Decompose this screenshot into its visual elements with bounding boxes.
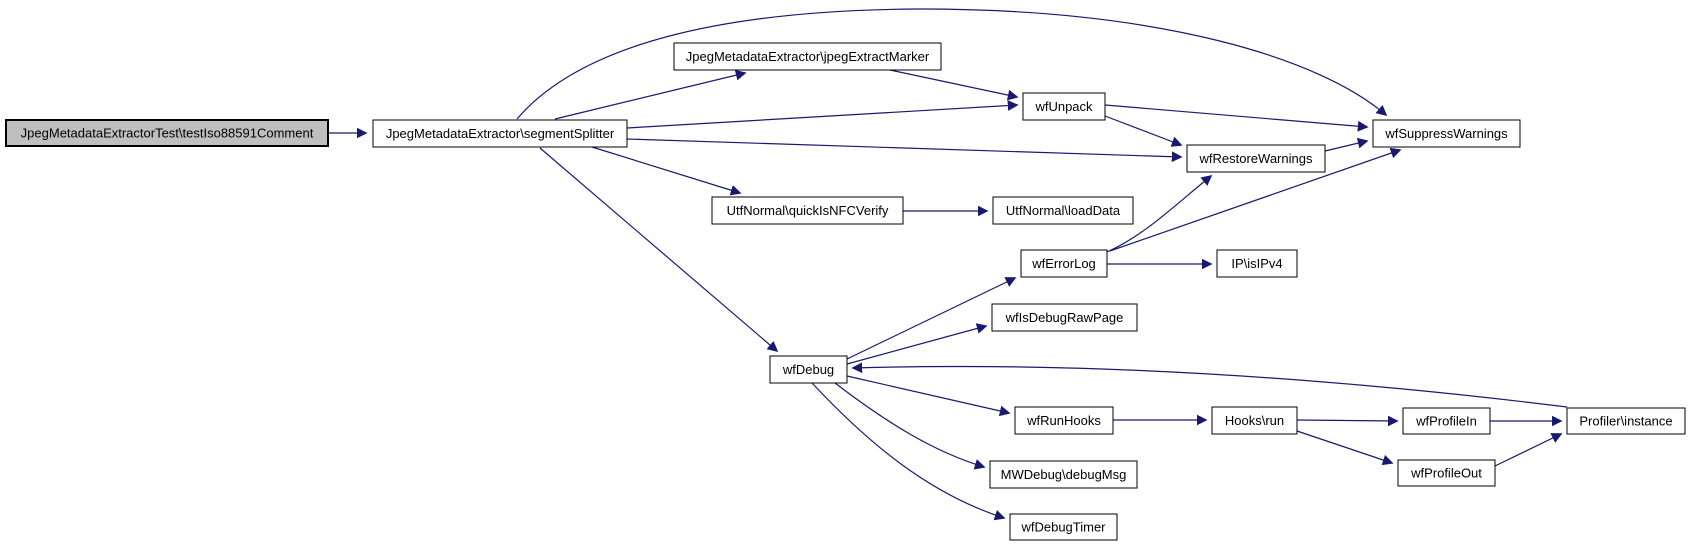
- node-label-jpegExtractMarker: JpegMetadataExtractor\jpegExtractMarker: [686, 49, 930, 64]
- node-label-wfDebug: wfDebug: [782, 362, 834, 377]
- node-label-segmentSplitter: JpegMetadataExtractor\segmentSplitter: [386, 126, 615, 141]
- node-box-quickIsNFCVerify[interactable]: [711, 196, 904, 225]
- node-box-debugMsg[interactable]: [989, 460, 1138, 489]
- node-box-wfDebugTimer[interactable]: [1009, 513, 1118, 541]
- edge-segmentSplitter-to-jpegExtractMarker: [554, 69, 747, 120]
- node-wfSuppressWarnings[interactable]: wfSuppressWarnings: [1372, 119, 1521, 148]
- node-box-wfProfileIn[interactable]: [1402, 407, 1491, 435]
- node-box-loadData[interactable]: [992, 196, 1134, 225]
- node-label-loadData: UtfNormal\loadData: [1006, 203, 1121, 218]
- node-label-wfRestoreWarnings: wfRestoreWarnings: [1199, 151, 1313, 166]
- node-box-wfErrorLog[interactable]: [1020, 249, 1108, 278]
- node-label-HooksRun: Hooks\run: [1225, 413, 1284, 428]
- node-wfRunHooks[interactable]: wfRunHooks: [1014, 406, 1114, 435]
- node-label-wfUnpack: wfUnpack: [1034, 99, 1093, 114]
- node-label-quickIsNFCVerify: UtfNormal\quickIsNFCVerify: [727, 203, 889, 218]
- node-box-jpegExtractMarker[interactable]: [673, 42, 942, 71]
- edge-wfDebug-to-wfIsDebugRawPage: [846, 323, 988, 365]
- node-box-wfProfileOut[interactable]: [1397, 459, 1496, 487]
- node-testIso88591Comment[interactable]: JpegMetadataExtractorTest\testIso88591Co…: [5, 119, 329, 147]
- node-box-HooksRun[interactable]: [1211, 406, 1298, 435]
- node-label-isIPv4: IP\isIPv4: [1231, 256, 1282, 271]
- node-box-wfUnpack[interactable]: [1022, 92, 1106, 121]
- edge-segmentSplitter-to-wfUnpack: [626, 100, 1019, 129]
- edge-ProfilerInstance-to-wfDebug: [851, 362, 1568, 408]
- edge-wfDebug-to-wfErrorLog: [846, 277, 1017, 360]
- edge-HooksRun-to-wfProfileOut: [1296, 430, 1394, 466]
- node-jpegExtractMarker[interactable]: JpegMetadataExtractor\jpegExtractMarker: [673, 42, 942, 71]
- node-loadData[interactable]: UtfNormal\loadData: [992, 196, 1134, 225]
- node-wfDebug[interactable]: wfDebug: [769, 355, 848, 384]
- edge-wfUnpack-to-wfRestoreWarnings: [1104, 115, 1183, 147]
- node-HooksRun[interactable]: Hooks\run: [1211, 406, 1298, 435]
- node-label-wfProfileOut: wfProfileOut: [1410, 466, 1482, 481]
- node-box-wfRunHooks[interactable]: [1014, 406, 1114, 435]
- edge-wfUnpack-to-wfSuppressWarnings: [1104, 104, 1369, 132]
- edge-wfProfileOut-to-ProfilerInstance: [1494, 433, 1563, 467]
- node-wfProfileOut[interactable]: wfProfileOut: [1397, 459, 1496, 487]
- edge-segmentSplitter-to-wfDebug: [539, 147, 779, 353]
- edge-segmentSplitter-to-wfRestoreWarnings: [626, 138, 1183, 163]
- node-label-debugMsg: MWDebug\debugMsg: [1001, 467, 1127, 482]
- edge-jpegExtractMarker-to-wfUnpack: [889, 69, 1019, 101]
- node-ProfilerInstance[interactable]: Profiler\instance: [1566, 407, 1686, 435]
- node-label-wfProfileIn: wfProfileIn: [1415, 414, 1477, 429]
- edge-segmentSplitter-to-wfSuppressWarnings: [516, 8, 1388, 120]
- node-quickIsNFCVerify[interactable]: UtfNormal\quickIsNFCVerify: [711, 196, 904, 225]
- node-isIPv4[interactable]: IP\isIPv4: [1216, 249, 1298, 278]
- node-label-wfIsDebugRawPage: wfIsDebugRawPage: [1005, 310, 1124, 325]
- node-wfRestoreWarnings[interactable]: wfRestoreWarnings: [1186, 144, 1326, 173]
- node-box-ProfilerInstance[interactable]: [1566, 407, 1686, 435]
- node-box-wfRestoreWarnings[interactable]: [1186, 144, 1326, 173]
- node-wfIsDebugRawPage[interactable]: wfIsDebugRawPage: [991, 303, 1138, 332]
- node-label-wfRunHooks: wfRunHooks: [1026, 413, 1101, 428]
- node-box-segmentSplitter[interactable]: [372, 119, 628, 148]
- node-label-wfSuppressWarnings: wfSuppressWarnings: [1384, 126, 1508, 141]
- edge-segmentSplitter-to-quickIsNFCVerify: [591, 146, 742, 196]
- node-label-ProfilerInstance: Profiler\instance: [1579, 414, 1672, 429]
- node-wfErrorLog[interactable]: wfErrorLog: [1020, 249, 1108, 278]
- node-wfDebugTimer[interactable]: wfDebugTimer: [1009, 513, 1118, 541]
- edge-wfDebug-to-wfDebugTimer: [811, 382, 1006, 521]
- node-label-wfDebugTimer: wfDebugTimer: [1020, 520, 1106, 535]
- node-box-wfSuppressWarnings[interactable]: [1372, 119, 1521, 148]
- node-segmentSplitter[interactable]: JpegMetadataExtractor\segmentSplitter: [372, 119, 628, 148]
- edge-wfDebug-to-wfRunHooks: [846, 375, 1011, 417]
- node-wfUnpack[interactable]: wfUnpack: [1022, 92, 1106, 121]
- node-box-isIPv4[interactable]: [1216, 249, 1298, 278]
- node-box-wfIsDebugRawPage[interactable]: [991, 303, 1138, 332]
- node-label-wfErrorLog: wfErrorLog: [1031, 256, 1096, 271]
- edge-wfErrorLog-to-wfSuppressWarnings: [1109, 147, 1402, 252]
- node-box-testIso88591Comment[interactable]: [5, 119, 329, 147]
- edge-wfRestoreWarnings-to-wfSuppressWarnings: [1324, 137, 1369, 152]
- node-box-wfDebug[interactable]: [769, 355, 848, 384]
- node-wfProfileIn[interactable]: wfProfileIn: [1402, 407, 1491, 435]
- node-debugMsg[interactable]: MWDebug\debugMsg: [989, 460, 1138, 489]
- node-label-testIso88591Comment: JpegMetadataExtractorTest\testIso88591Co…: [21, 126, 314, 141]
- edge-wfDebug-to-debugMsg: [834, 382, 986, 470]
- edge-HooksRun-to-wfProfileIn: [1296, 415, 1399, 427]
- edge-wfErrorLog-to-wfRestoreWarnings: [1106, 174, 1213, 253]
